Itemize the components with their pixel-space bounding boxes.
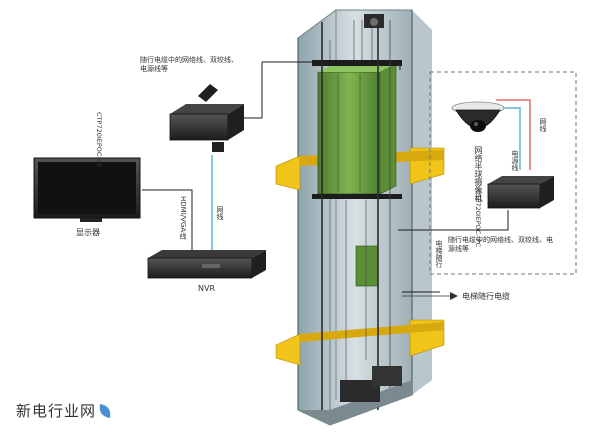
hdmi-vga-label: HDMI/VGA线 — [179, 196, 187, 240]
bottom-device-note: 随行电缆中的网络线、双绞线、电源线等 — [448, 236, 553, 253]
monitor-caption: 显示器 — [76, 228, 100, 237]
nvr-icon — [147, 250, 266, 279]
right-converter-icon — [487, 176, 554, 209]
remote-device-icon — [198, 84, 218, 102]
car-top-equipment-region — [429, 71, 577, 275]
camera-caption: 网络半球摄像机 — [474, 146, 483, 202]
hdmi-cable — [142, 189, 193, 255]
nvr-caption: NVR — [198, 284, 216, 293]
power-cable — [496, 99, 531, 170]
elevator-car — [312, 60, 402, 199]
right-converter-model: CTP720IEPOC-IPC — [474, 190, 482, 248]
pit-bottom — [298, 366, 412, 425]
counterweight — [355, 245, 379, 287]
lower-floor-beam — [275, 319, 445, 366]
guide-rails — [321, 20, 391, 410]
monitor-icon — [33, 157, 141, 222]
elevator-cable-short-label: 电梯随行 — [435, 240, 443, 268]
watermark-text: 新电行业网 — [16, 402, 97, 420]
elevator-cable-arrow — [402, 292, 458, 300]
watermark-icon — [99, 404, 111, 418]
top-converter-model: CTP720IEPOC-SS — [95, 112, 103, 168]
top-device-note: 随行电缆中的网络线、双绞线、电源线等 — [140, 56, 238, 73]
elevator-cable-label: 电梯随行电缆 — [462, 292, 510, 301]
machine-room — [364, 14, 384, 28]
network-left-label: 网线 — [216, 206, 224, 220]
right-network-label: 网线 — [539, 118, 547, 132]
top-converter-icon — [169, 104, 244, 152]
power-line-label: 电源线 — [511, 150, 519, 171]
dome-camera-icon — [451, 101, 505, 132]
